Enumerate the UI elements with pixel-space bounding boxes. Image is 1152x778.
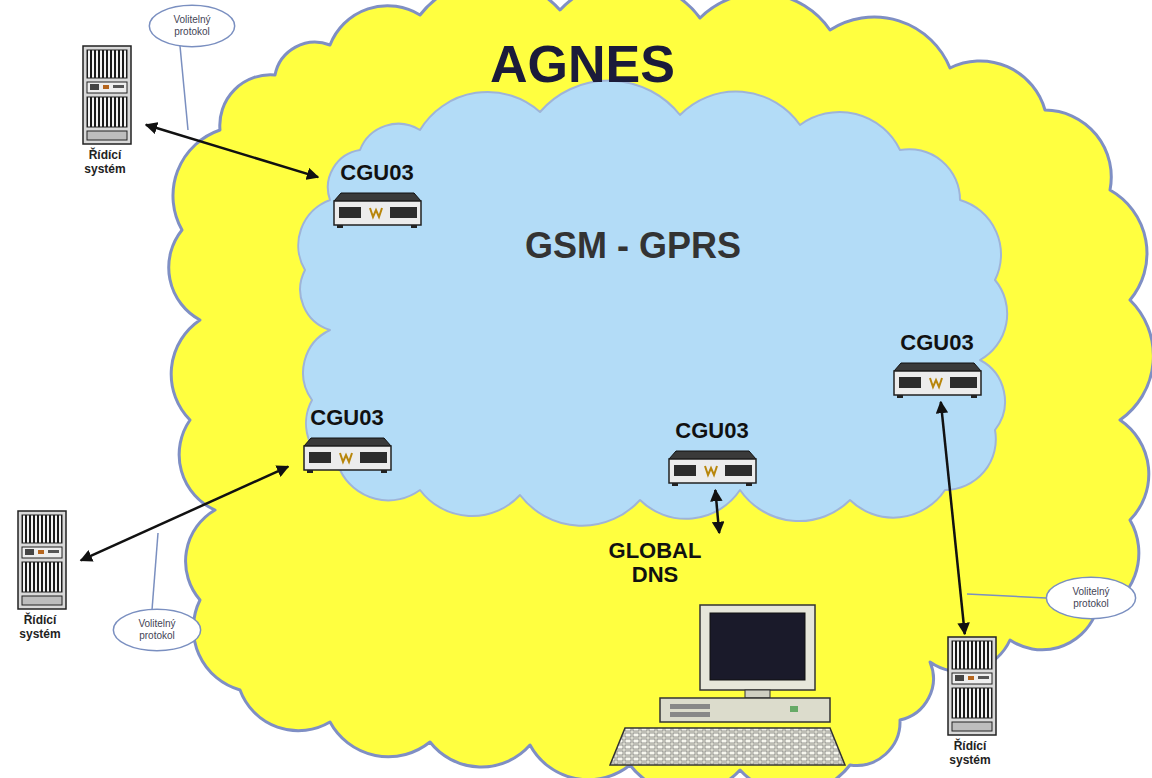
leader-line xyxy=(180,46,188,130)
cloud-title: GSM - GPRS xyxy=(525,225,741,266)
protocol-callout: Volitelný protokol xyxy=(148,4,236,48)
cloud-shape xyxy=(298,81,1007,526)
callout-text: Volitelný protokol xyxy=(1059,586,1123,610)
server-label: Řídící systém xyxy=(935,740,1005,768)
computer-part xyxy=(670,704,710,709)
computer-part xyxy=(790,706,798,712)
cgu03-unit: CGU03 xyxy=(655,418,769,488)
cloud-title: AGNES xyxy=(490,35,675,95)
control-system: Řídící systém xyxy=(5,510,79,646)
cgu03-unit: CGU03 xyxy=(320,160,434,230)
device-label: CGU03 xyxy=(290,405,404,430)
device-label: CGU03 xyxy=(320,160,434,185)
computer-part xyxy=(660,698,830,722)
gateway-device-icon xyxy=(892,360,982,400)
gateway-device-icon xyxy=(667,448,757,488)
computer-part xyxy=(700,605,815,690)
cgu03-unit: CGU03 xyxy=(290,405,404,475)
server-label: Řídící systém xyxy=(70,149,140,177)
server-rack-icon xyxy=(17,510,67,610)
computer-part xyxy=(670,712,710,717)
protocol-callout: Volitelný protokol xyxy=(1045,576,1137,620)
server-label: Řídící systém xyxy=(5,614,75,642)
computer-part xyxy=(710,613,805,680)
server-rack-icon xyxy=(947,636,997,736)
control-system: Řídící systém xyxy=(935,636,1009,772)
computer-label: GLOBAL DNS xyxy=(600,539,710,587)
callout-ellipse xyxy=(113,609,200,650)
server-rack-icon xyxy=(82,45,132,145)
callout-ellipse xyxy=(1046,577,1135,618)
device-label: CGU03 xyxy=(655,418,769,443)
network-cloud: AGNESGSM - GPRSCGU03CGU03CGU03CGU03GLOBA… xyxy=(170,0,1152,778)
cloud-shape xyxy=(169,0,1152,778)
callout-text: Volitelný protokol xyxy=(162,14,222,38)
callout-ellipse xyxy=(149,5,234,46)
gateway-device-icon xyxy=(302,435,392,475)
device-label: CGU03 xyxy=(880,330,994,355)
control-system: Řídící systém xyxy=(70,45,144,181)
dns-computer: GLOBAL DNS xyxy=(600,535,860,770)
callout-text: Volitelný protokol xyxy=(126,618,188,642)
gsm-cloud: GSM - GPRSCGU03CGU03CGU03CGU03 xyxy=(300,105,1015,505)
computer-part xyxy=(745,690,770,698)
protocol-callout: Volitelný protokol xyxy=(112,608,202,652)
computer-part xyxy=(610,728,845,765)
leader-line xyxy=(152,533,158,610)
cgu03-unit: CGU03 xyxy=(880,330,994,400)
gateway-device-icon xyxy=(332,190,422,230)
